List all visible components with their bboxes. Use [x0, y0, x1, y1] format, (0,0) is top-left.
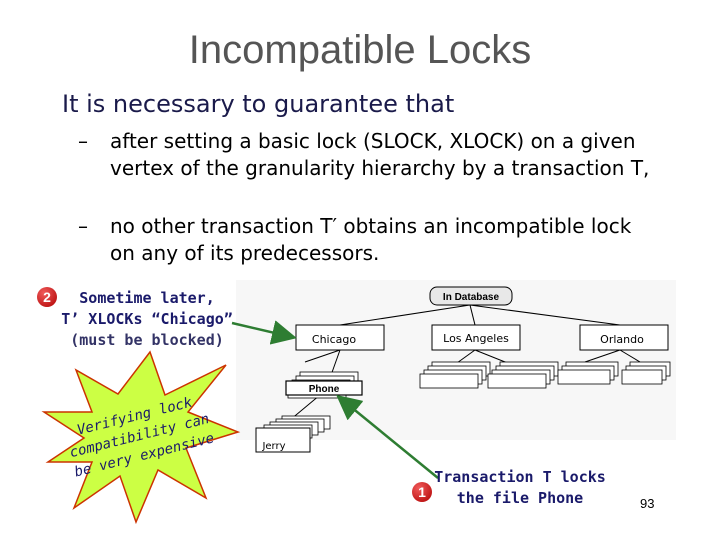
file-stack-los-angeles	[419, 361, 559, 389]
city-label-orlando: Orlando	[600, 333, 644, 346]
lead-sentence: It is necessary to guarantee that	[62, 90, 455, 118]
root-label: In Database	[443, 292, 500, 303]
city-label-chicago: Chicago	[312, 333, 356, 346]
arrow-step2	[231, 320, 297, 345]
city-node-orlando	[579, 324, 669, 351]
record-node-jerry	[255, 427, 311, 453]
step-2-caption: Sometime later, T’ XLOCKs “Chicago” (mus…	[42, 288, 252, 351]
step-1-badge: 1	[412, 482, 432, 502]
file-label-phone: Phone	[309, 384, 340, 395]
city-node-los-angeles	[431, 324, 521, 351]
bullet-item: – no other transaction T′ obtains an inc…	[78, 213, 650, 267]
record-label-jerry: Jerry	[261, 441, 285, 452]
arrow-step1	[336, 394, 439, 479]
step-1-caption: Transaction T locks the file Phone	[430, 467, 610, 509]
bullet-text: no other transaction T′ obtains an incom…	[110, 214, 632, 265]
step-2-badge: 2	[37, 287, 57, 307]
bullet-dash: –	[78, 214, 88, 238]
step-1-line: Transaction T locks	[434, 468, 606, 486]
file-node-phone	[285, 380, 363, 396]
city-label-los-angeles: Los Angeles	[443, 332, 509, 345]
bullet-item: – after setting a basic lock (SLOCK, XLO…	[78, 128, 650, 182]
tree-edges	[289, 304, 641, 421]
slide-title: Incompatible Locks	[188, 28, 532, 72]
bullet-text: after setting a basic lock (SLOCK, XLOCK…	[110, 129, 650, 180]
file-stack-orlando	[557, 361, 671, 385]
starburst-shape	[41, 350, 241, 525]
bullet-dash: –	[78, 129, 88, 153]
step-1-line: the file Phone	[456, 489, 584, 507]
root-node	[429, 286, 513, 306]
step-2-line: (must be blocked)	[70, 331, 224, 349]
step-2-line: T’ XLOCKs “Chicago”	[61, 310, 233, 328]
step-2-line: Sometime later,	[79, 289, 215, 307]
page-number: 93	[640, 496, 655, 511]
